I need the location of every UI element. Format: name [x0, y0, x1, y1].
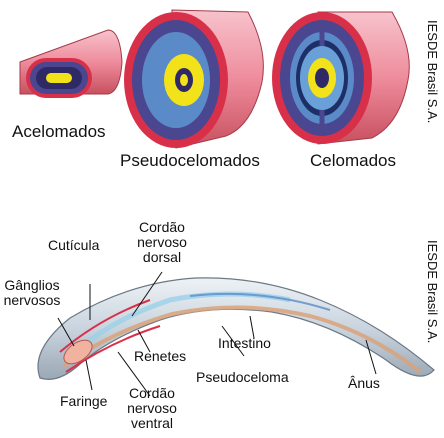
label-cordao-dorsal-line3: dorsal: [131, 250, 193, 265]
label-pseudoceloma: Pseudoceloma: [196, 370, 289, 385]
label-ganglios-line2: nervosos: [0, 293, 64, 308]
nematode-illustration: [38, 278, 434, 380]
label-ganglios: Gânglios nervosos: [0, 278, 64, 308]
acelomado-illustration: [20, 30, 122, 98]
label-cordao-dorsal-line2: nervoso: [131, 235, 193, 250]
label-anus: Ânus: [348, 376, 380, 391]
label-renetes: Renetes: [134, 349, 186, 364]
label-cordao-ventral: Cordão nervoso ventral: [124, 386, 180, 431]
label-intestino: Intestino: [218, 336, 271, 351]
label-cordao-ventral-line3: ventral: [124, 416, 180, 431]
label-faringe: Faringe: [60, 394, 107, 409]
label-ganglios-line1: Gânglios: [0, 278, 64, 293]
label-cordao-ventral-line2: nervoso: [124, 401, 180, 416]
credit-top: IESDE Brasil S.A.: [425, 20, 440, 123]
label-cordao-dorsal-line1: Cordão: [131, 220, 193, 235]
label-acelomados: Acelomados: [12, 122, 106, 141]
label-cordao-dorsal: Cordão nervoso dorsal: [131, 220, 193, 265]
label-cuticula: Cutícula: [48, 238, 99, 253]
label-celomados: Celomados: [310, 151, 396, 170]
celomado-illustration: [272, 12, 409, 144]
label-cordao-ventral-line1: Cordão: [124, 386, 180, 401]
credit-bottom: IESDE Brasil S.A.: [425, 240, 440, 343]
label-pseudocelomados: Pseudocelomados: [120, 151, 260, 170]
pseudocelomado-illustration: [124, 10, 263, 148]
